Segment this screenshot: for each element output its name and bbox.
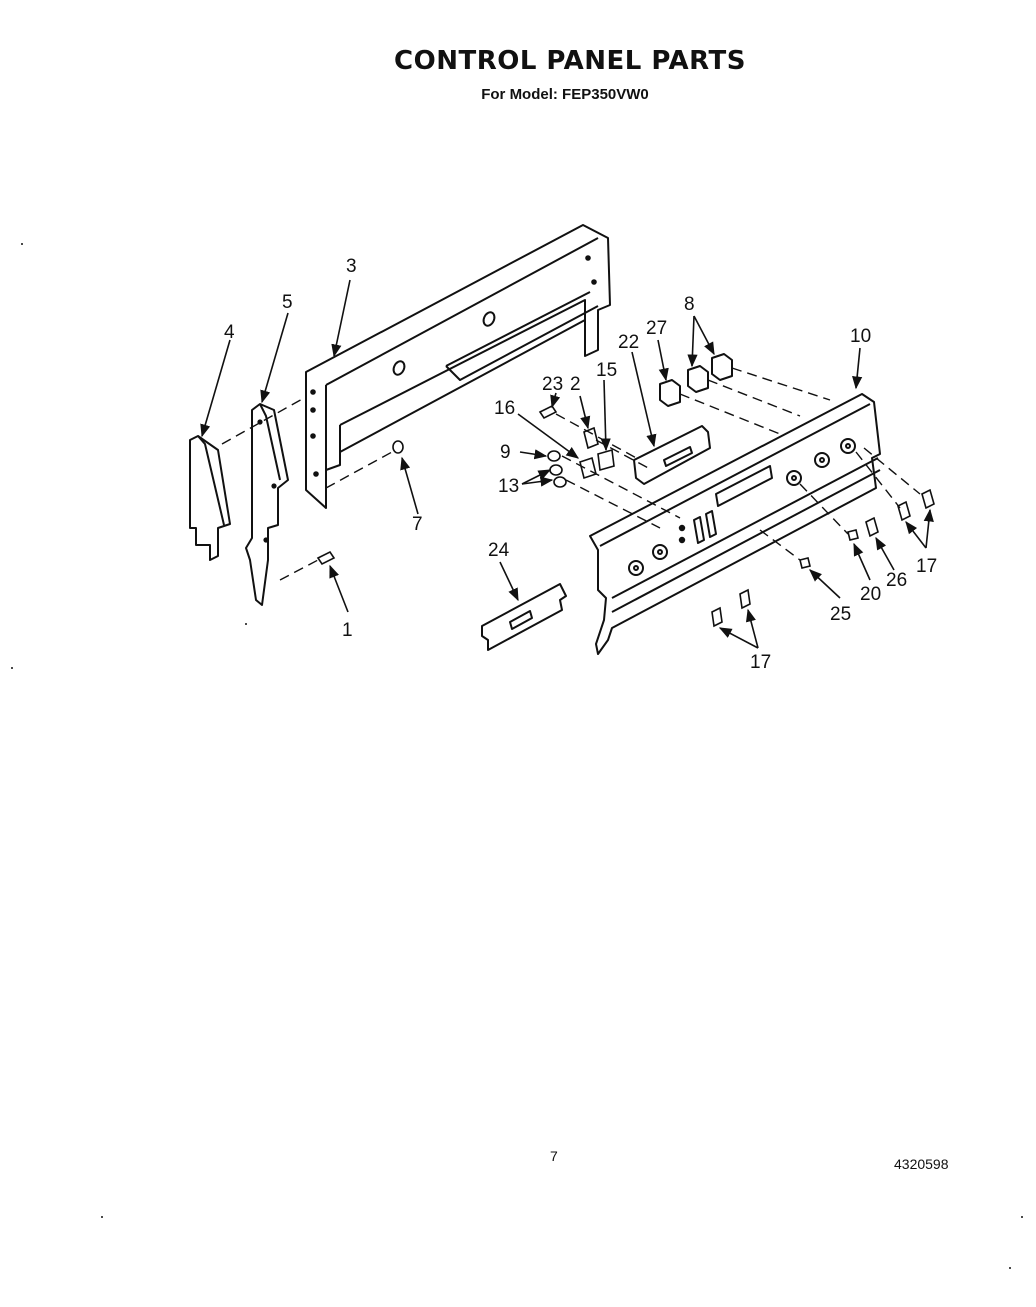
part-1-screw [316, 550, 336, 566]
part-17-knobs [711, 488, 935, 628]
part-8-block-b [711, 353, 733, 381]
callout-leaders [200, 279, 934, 649]
page-number: 7 [550, 1148, 558, 1164]
callout-25: 25 [830, 604, 851, 625]
part-10-control-panel [589, 393, 881, 655]
callout-10: 10 [850, 326, 871, 347]
callout-9: 9 [500, 442, 511, 463]
scan-specks [11, 243, 1023, 1269]
part-2-bracket [583, 426, 599, 450]
callout-5: 5 [282, 292, 293, 313]
part-16-switch [579, 456, 597, 480]
callout-26: 26 [886, 570, 907, 591]
part-3-panel-frame [305, 224, 611, 509]
part-4-end-cap [189, 435, 231, 561]
part-24-plate [481, 583, 567, 651]
callout-17-bottom: 17 [750, 652, 771, 673]
part-5-side-bracket [245, 403, 289, 606]
part-15-switch [597, 448, 615, 472]
callout-23: 23 [542, 374, 563, 395]
callout-27: 27 [646, 318, 667, 339]
assembly-lines [221, 367, 921, 581]
part-23-bolt [538, 404, 558, 420]
part-27-block [659, 379, 681, 407]
part-8-block-a [687, 365, 709, 393]
part-25-spring [799, 557, 811, 569]
callout-17-right: 17 [916, 556, 937, 577]
document-number: 4320598 [894, 1156, 949, 1172]
callout-labels: 1 2 3 4 5 7 8 9 10 13 15 16 17 17 20 22 … [224, 256, 937, 673]
callout-4: 4 [224, 322, 235, 343]
part-13-lamps [549, 464, 567, 488]
callout-8: 8 [684, 294, 695, 315]
model-subtitle: For Model: FEP350VW0 [481, 86, 649, 103]
callout-22: 22 [618, 332, 639, 353]
callout-1: 1 [342, 620, 353, 641]
part-26-knob [865, 516, 879, 538]
part-7-clip [392, 440, 404, 454]
callout-20: 20 [860, 584, 881, 605]
callout-13: 13 [498, 476, 519, 497]
callout-3: 3 [346, 256, 357, 277]
callout-24: 24 [488, 540, 510, 561]
callout-7: 7 [412, 514, 423, 535]
callout-2: 2 [570, 374, 581, 395]
part-20-spring [847, 529, 859, 541]
part-9-lamp [547, 450, 561, 462]
callout-16: 16 [494, 398, 515, 419]
page-title: CONTROL PANEL PARTS [394, 46, 746, 76]
callout-15: 15 [596, 360, 617, 381]
part-22-clock-module [633, 425, 711, 485]
